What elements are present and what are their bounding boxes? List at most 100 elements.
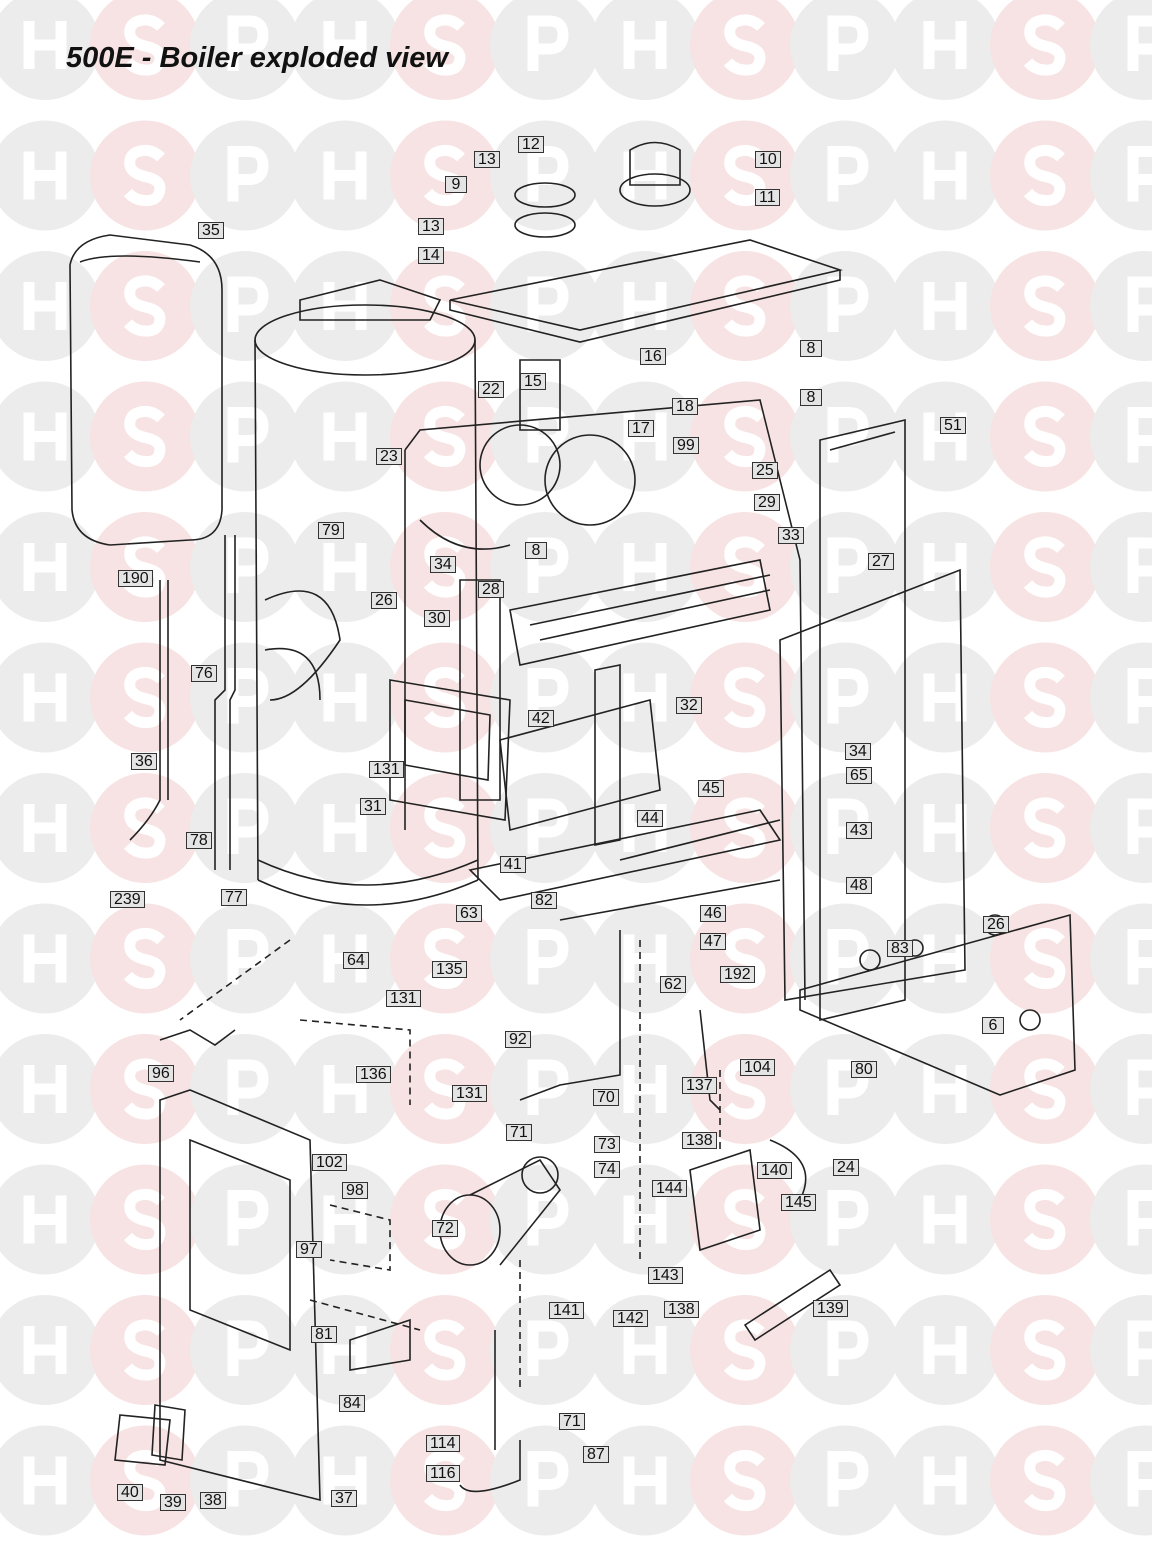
part-label-64[interactable]: 64 bbox=[343, 952, 369, 969]
part-label-71[interactable]: 71 bbox=[559, 1413, 585, 1430]
part-label-131[interactable]: 131 bbox=[452, 1085, 487, 1102]
part-label-14[interactable]: 14 bbox=[418, 247, 444, 264]
part-label-141[interactable]: 141 bbox=[549, 1302, 584, 1319]
part-label-23[interactable]: 23 bbox=[376, 448, 402, 465]
part-label-13[interactable]: 13 bbox=[474, 151, 500, 168]
part-label-136[interactable]: 136 bbox=[356, 1066, 391, 1083]
part-label-26[interactable]: 26 bbox=[983, 916, 1009, 933]
part-label-16[interactable]: 16 bbox=[640, 348, 666, 365]
part-label-29[interactable]: 29 bbox=[754, 494, 780, 511]
part-label-190[interactable]: 190 bbox=[118, 570, 153, 587]
part-label-81[interactable]: 81 bbox=[311, 1326, 337, 1343]
part-label-138[interactable]: 138 bbox=[682, 1132, 717, 1149]
part-label-47[interactable]: 47 bbox=[700, 933, 726, 950]
bottom-rail bbox=[799, 913, 1076, 1096]
part-label-33[interactable]: 33 bbox=[778, 527, 804, 544]
part-label-8[interactable]: 8 bbox=[800, 340, 822, 357]
part-label-135[interactable]: 135 bbox=[432, 961, 467, 978]
part-label-11[interactable]: 11 bbox=[755, 189, 780, 206]
part-label-114[interactable]: 114 bbox=[426, 1435, 460, 1452]
part-label-239[interactable]: 239 bbox=[110, 891, 145, 908]
part-label-96[interactable]: 96 bbox=[148, 1065, 174, 1082]
part-label-30[interactable]: 30 bbox=[424, 610, 450, 627]
pipes bbox=[129, 535, 721, 1493]
part-label-8[interactable]: 8 bbox=[800, 389, 822, 406]
watermark-s-circle bbox=[990, 1164, 1100, 1275]
part-label-62[interactable]: 62 bbox=[660, 976, 686, 993]
part-label-8[interactable]: 8 bbox=[525, 542, 547, 559]
watermark-s-circle bbox=[90, 1164, 200, 1275]
part-label-137[interactable]: 137 bbox=[682, 1077, 717, 1094]
part-label-83[interactable]: 83 bbox=[887, 940, 913, 957]
part-label-26[interactable]: 26 bbox=[371, 592, 397, 609]
part-label-25[interactable]: 25 bbox=[752, 462, 778, 479]
part-label-142[interactable]: 142 bbox=[613, 1310, 648, 1327]
part-label-18[interactable]: 18 bbox=[672, 398, 698, 415]
part-label-42[interactable]: 42 bbox=[528, 710, 554, 727]
part-label-77[interactable]: 77 bbox=[221, 889, 247, 906]
part-label-41[interactable]: 41 bbox=[500, 856, 526, 873]
watermark-p-circle bbox=[490, 120, 600, 231]
part-label-99[interactable]: 99 bbox=[673, 437, 699, 454]
part-label-63[interactable]: 63 bbox=[456, 905, 482, 922]
part-label-6[interactable]: 6 bbox=[982, 1017, 1004, 1034]
part-label-46[interactable]: 46 bbox=[700, 905, 726, 922]
part-label-87[interactable]: 87 bbox=[583, 1446, 609, 1463]
part-label-131[interactable]: 131 bbox=[369, 761, 404, 778]
part-label-27[interactable]: 27 bbox=[868, 553, 894, 570]
part-label-22[interactable]: 22 bbox=[478, 381, 504, 398]
part-label-31[interactable]: 31 bbox=[360, 798, 386, 815]
part-label-34[interactable]: 34 bbox=[430, 556, 456, 573]
part-label-131[interactable]: 131 bbox=[386, 990, 421, 1007]
part-label-138[interactable]: 138 bbox=[664, 1301, 699, 1318]
part-label-28[interactable]: 28 bbox=[478, 581, 504, 598]
part-label-51[interactable]: 51 bbox=[940, 417, 966, 434]
part-label-65[interactable]: 65 bbox=[846, 767, 872, 784]
part-label-45[interactable]: 45 bbox=[698, 780, 724, 797]
part-label-17[interactable]: 17 bbox=[628, 420, 654, 437]
front-panel bbox=[114, 1089, 321, 1502]
part-label-145[interactable]: 145 bbox=[781, 1194, 816, 1211]
part-label-32[interactable]: 32 bbox=[676, 697, 702, 714]
part-label-40[interactable]: 40 bbox=[117, 1484, 143, 1501]
part-label-84[interactable]: 84 bbox=[339, 1395, 365, 1412]
part-label-102[interactable]: 102 bbox=[312, 1154, 347, 1171]
watermark-p-circle bbox=[490, 1295, 600, 1405]
part-label-74[interactable]: 74 bbox=[594, 1161, 620, 1178]
part-label-38[interactable]: 38 bbox=[200, 1492, 226, 1509]
part-label-144[interactable]: 144 bbox=[652, 1180, 687, 1197]
part-label-24[interactable]: 24 bbox=[833, 1159, 859, 1176]
part-label-39[interactable]: 39 bbox=[160, 1494, 186, 1511]
watermark-s-circle bbox=[990, 0, 1100, 100]
part-label-98[interactable]: 98 bbox=[342, 1182, 368, 1199]
part-label-116[interactable]: 116 bbox=[426, 1465, 460, 1482]
part-label-48[interactable]: 48 bbox=[846, 877, 872, 894]
part-label-143[interactable]: 143 bbox=[648, 1267, 683, 1284]
part-label-36[interactable]: 36 bbox=[131, 753, 157, 770]
part-label-79[interactable]: 79 bbox=[318, 522, 344, 539]
part-label-76[interactable]: 76 bbox=[191, 665, 217, 682]
part-label-43[interactable]: 43 bbox=[846, 822, 872, 839]
part-label-192[interactable]: 192 bbox=[720, 966, 755, 983]
part-label-70[interactable]: 70 bbox=[593, 1089, 619, 1106]
part-label-104[interactable]: 104 bbox=[740, 1059, 775, 1076]
part-label-72[interactable]: 72 bbox=[432, 1220, 458, 1237]
part-label-35[interactable]: 35 bbox=[198, 222, 224, 239]
part-label-73[interactable]: 73 bbox=[594, 1136, 620, 1153]
part-label-80[interactable]: 80 bbox=[851, 1061, 877, 1078]
part-label-82[interactable]: 82 bbox=[531, 892, 557, 909]
part-label-78[interactable]: 78 bbox=[186, 832, 212, 849]
part-label-13[interactable]: 13 bbox=[418, 218, 444, 235]
part-label-139[interactable]: 139 bbox=[813, 1300, 848, 1317]
part-label-92[interactable]: 92 bbox=[505, 1031, 531, 1048]
part-label-37[interactable]: 37 bbox=[331, 1490, 357, 1507]
part-label-34[interactable]: 34 bbox=[845, 743, 871, 760]
part-label-12[interactable]: 12 bbox=[518, 136, 544, 153]
part-label-97[interactable]: 97 bbox=[296, 1241, 322, 1258]
part-label-44[interactable]: 44 bbox=[637, 810, 663, 827]
part-label-15[interactable]: 15 bbox=[520, 373, 546, 390]
part-label-71[interactable]: 71 bbox=[506, 1124, 532, 1141]
part-label-140[interactable]: 140 bbox=[757, 1162, 792, 1179]
part-label-10[interactable]: 10 bbox=[755, 151, 781, 168]
part-label-9[interactable]: 9 bbox=[445, 176, 467, 193]
